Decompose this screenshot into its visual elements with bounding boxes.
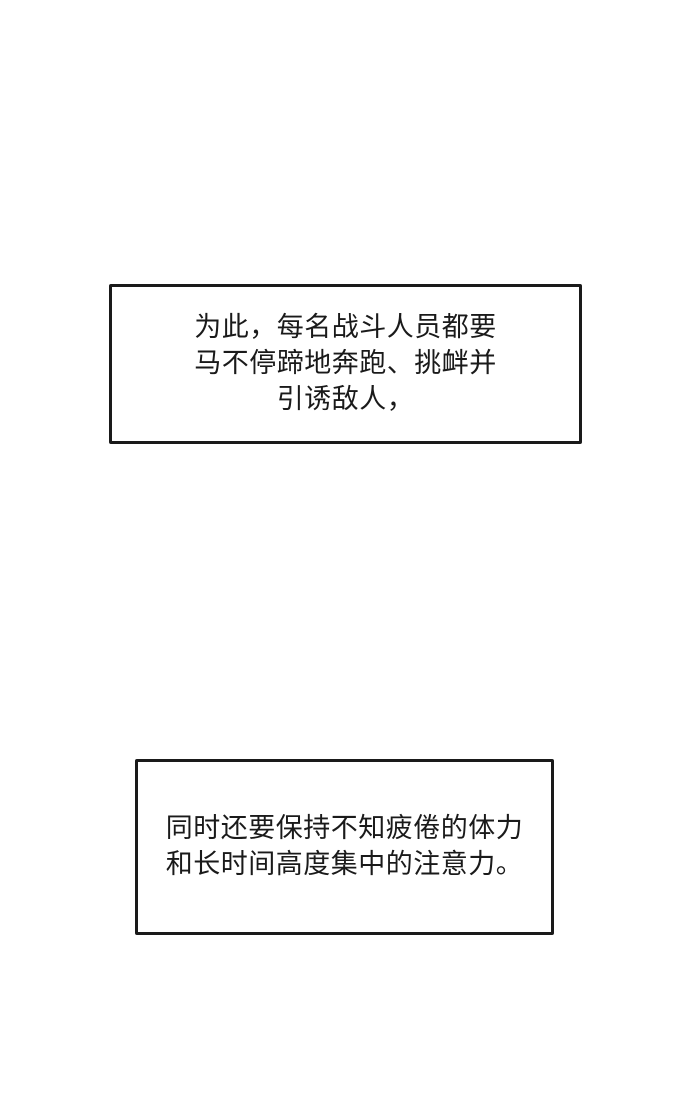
caption-1-line-1: 为此，每名战斗人员都要 <box>194 312 497 343</box>
caption-box-2: 同时还要保持不知疲倦的体力 和长时间高度集中的注意力。 <box>135 759 554 935</box>
caption-box-1: 为此，每名战斗人员都要 马不停蹄地奔跑、挑衅并 引诱敌人， <box>109 284 582 444</box>
caption-2-line-1: 同时还要保持不知疲倦的体力 <box>165 813 524 844</box>
caption-1-line-2: 马不停蹄地奔跑、挑衅并 <box>194 348 497 379</box>
caption-2-line-2: 和长时间高度集中的注意力。 <box>165 849 524 880</box>
caption-1-line-3: 引诱敌人， <box>276 384 415 415</box>
